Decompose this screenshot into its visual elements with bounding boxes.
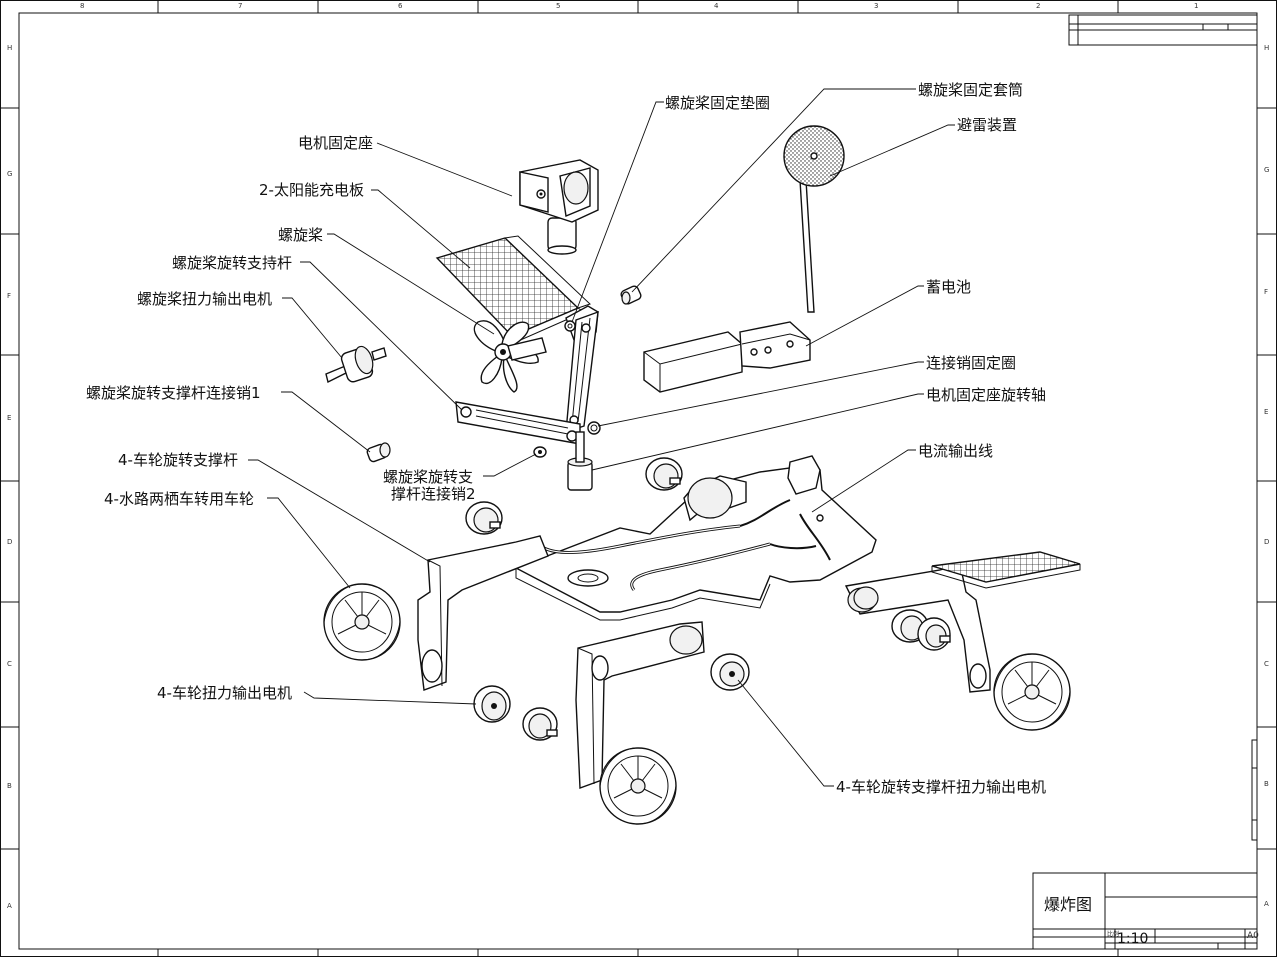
mount-rotary-shaft-part (567, 431, 593, 491)
wheel-torque-motor-4 (645, 457, 683, 491)
label-motor-mount: 电机固定座 (298, 134, 373, 152)
amphibious-wheel-right-part (993, 653, 1071, 731)
label-prop-support-rod: 螺旋桨旋转支持杆 (172, 254, 292, 272)
label-prop-sleeve: 螺旋桨固定套筒 (918, 81, 1023, 99)
label-current-output-wire: 电流输出线 (918, 442, 993, 460)
drawing-scale: 1:10 (1117, 931, 1148, 947)
motor-mount-part (519, 159, 599, 255)
sheet-size: A0 (1247, 931, 1259, 941)
solar-panel-rear-part (931, 551, 1081, 589)
label-prop-pin-2-line2: 撑杆连接销2 (391, 485, 476, 503)
revision-block (1068, 14, 1258, 46)
wheel-torque-motor-1 (473, 685, 511, 723)
wheel-torque-motor-2 (522, 707, 558, 741)
zone-row-e-right: E (1264, 408, 1268, 416)
prop-washer-part (564, 320, 576, 332)
support-rod-torque-motor-4 (853, 586, 879, 610)
zone-row-g-left: G (7, 170, 12, 178)
zone-row-c-right: C (1264, 660, 1269, 668)
zone-col-7: 7 (238, 2, 242, 10)
label-prop-pin-1: 螺旋桨旋转支撑杆连接销1 (86, 384, 261, 402)
current-output-wire-part (543, 499, 831, 591)
label-pin-retaining-ring: 连接销固定圈 (926, 354, 1016, 372)
zone-col-3: 3 (874, 2, 878, 10)
support-rod-torque-motor-3 (917, 617, 951, 651)
zone-col-6: 6 (398, 2, 403, 10)
prop-pin-1-part (366, 442, 391, 463)
support-rod-torque-motor-1 (710, 653, 750, 691)
zone-row-c-left: C (7, 660, 12, 668)
prop-support-rod-vertical-part (565, 310, 599, 434)
zone-row-d-left: D (7, 538, 12, 546)
zone-col-5: 5 (556, 2, 560, 10)
label-wheel-support-rod: 4-车轮旋转支撑杆 (118, 451, 238, 469)
prop-pin-2-part (533, 446, 547, 458)
zone-row-a-left: A (7, 902, 12, 910)
side-stamp-box (1251, 739, 1258, 841)
zone-row-b-left: B (7, 782, 12, 790)
zone-row-h-right: H (1264, 44, 1269, 52)
label-battery: 蓄电池 (926, 278, 971, 296)
wheel-support-rod-rear-part (683, 455, 821, 522)
zone-row-f-left: F (7, 292, 11, 300)
zone-row-h-left: H (7, 44, 12, 52)
prop-sleeve-part (620, 285, 642, 305)
label-support-rod-torque-motor: 4-车轮旋转支撑杆扭力输出电机 (836, 778, 1046, 796)
prop-torque-motor-part (325, 345, 387, 384)
amphibious-wheel-left-part (323, 583, 401, 661)
label-prop-torque-motor: 螺旋桨扭力输出电机 (137, 290, 272, 308)
label-mount-rotary-shaft: 电机固定座旋转轴 (926, 386, 1046, 404)
zone-labels: 8 7 6 5 4 3 2 1 H G F E D C B A H G F E … (7, 2, 1269, 910)
wheel-support-rod-front-part (575, 621, 705, 789)
drawing-title: 爆炸图 (1044, 895, 1092, 914)
zone-col-8: 8 (80, 2, 84, 10)
zone-row-b-right: B (1264, 780, 1269, 788)
leader-lines (248, 88, 955, 787)
label-amphibious-wheel: 4-水路两栖车转用车轮 (104, 490, 254, 508)
lightning-rod-part (783, 125, 845, 313)
label-wheel-torque-motor: 4-车轮扭力输出电机 (157, 684, 292, 702)
title-block: 爆炸图 1:10 比例 A0 (1032, 872, 1259, 950)
prop-support-rod-horizontal-part (455, 401, 581, 445)
battery-part (643, 321, 811, 393)
zone-row-f-right: F (1264, 288, 1268, 296)
zone-col-4: 4 (714, 2, 719, 10)
amphibious-wheel-front-part (599, 747, 677, 825)
label-prop-washer: 螺旋桨固定垫圈 (665, 94, 770, 112)
label-propeller: 螺旋桨 (278, 226, 323, 244)
wheel-support-rod-left-part (417, 535, 549, 691)
zone-col-1: 1 (1194, 2, 1198, 10)
propeller-part (473, 320, 547, 393)
zone-col-2: 2 (1036, 2, 1040, 10)
callout-labels: 电机固定座 2-太阳能充电板 螺旋桨 螺旋桨旋转支持杆 螺旋桨扭力输出电机 螺旋… (86, 81, 1046, 796)
label-prop-pin-2-line1: 螺旋桨旋转支 (383, 468, 473, 486)
label-solar-panel: 2-太阳能充电板 (259, 181, 364, 199)
zone-row-e-left: E (7, 414, 11, 422)
scale-caption: 比例 (1107, 930, 1119, 938)
zone-row-d-right: D (1264, 538, 1269, 546)
zone-row-a-right: A (1264, 900, 1269, 908)
zone-row-g-right: G (1264, 166, 1269, 174)
retaining-ring-part (587, 421, 601, 435)
label-lightning-rod: 避雷装置 (957, 116, 1017, 134)
wheel-torque-motor-3 (465, 501, 503, 535)
